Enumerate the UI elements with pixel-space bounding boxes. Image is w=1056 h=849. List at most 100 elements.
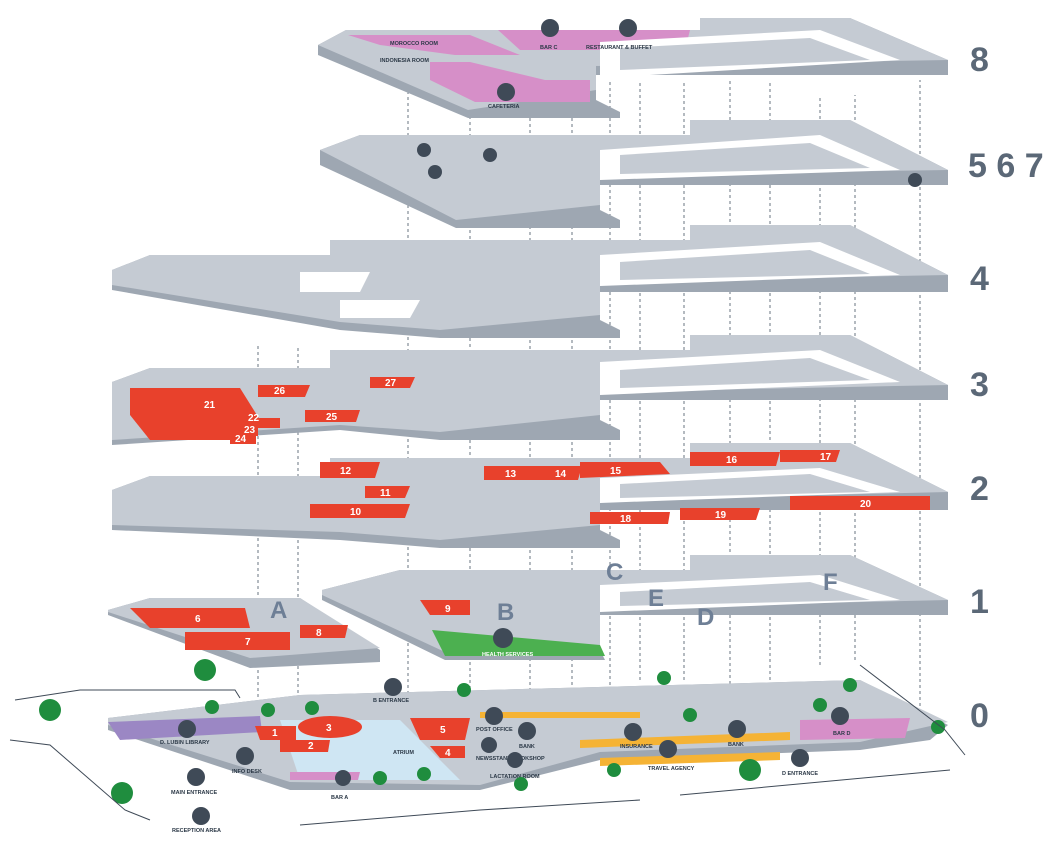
room-26[interactable] xyxy=(258,385,310,397)
room-15[interactable] xyxy=(580,462,670,478)
emergency-exit-icon[interactable] xyxy=(843,678,857,692)
book-icon[interactable] xyxy=(178,720,196,738)
newsstand-icon[interactable] xyxy=(481,737,497,753)
level-label-0: 0 xyxy=(970,697,989,735)
site-outline xyxy=(9,664,966,826)
room-11[interactable] xyxy=(365,486,410,498)
restroom-icon[interactable] xyxy=(417,143,431,157)
entrance-arrow-icon[interactable] xyxy=(187,768,205,786)
emergency-exit-icon[interactable] xyxy=(607,763,621,777)
emergency-exit-icon[interactable] xyxy=(111,782,133,804)
room-25-number: 25 xyxy=(326,412,338,423)
floor-3: 21 22 23 24 25 26 27 xyxy=(112,335,948,445)
lactation-icon[interactable] xyxy=(507,752,523,768)
zone-d-label: D xyxy=(697,604,714,631)
level-label-3: 3 xyxy=(970,366,989,404)
room-19-number: 19 xyxy=(715,510,727,521)
cafeteria-area[interactable] xyxy=(430,62,590,102)
room-2-number: 2 xyxy=(308,741,314,752)
mail-icon[interactable] xyxy=(485,707,503,725)
room-7-number: 7 xyxy=(245,637,251,648)
emergency-exit-icon[interactable] xyxy=(813,698,827,712)
room-21[interactable] xyxy=(130,388,260,440)
room-14-number: 14 xyxy=(555,469,567,480)
room-7[interactable] xyxy=(185,632,290,650)
health-services-area[interactable] xyxy=(432,630,605,656)
emergency-exit-icon[interactable] xyxy=(305,701,319,715)
bar-d-area[interactable] xyxy=(800,718,910,740)
entrance-arrow-icon[interactable] xyxy=(791,749,809,767)
emergency-exit-icon[interactable] xyxy=(417,767,431,781)
emergency-exit-icon[interactable] xyxy=(657,671,671,685)
emergency-exit-icon[interactable] xyxy=(39,699,61,721)
room-9[interactable] xyxy=(420,600,470,615)
cafeteria-label: CAFETERIA xyxy=(488,104,520,110)
coffee-icon[interactable] xyxy=(541,19,559,37)
room-20-number: 20 xyxy=(860,499,872,510)
emergency-exit-icon[interactable] xyxy=(261,703,275,717)
insurance-label: INSURANCE xyxy=(620,744,653,750)
room-20[interactable] xyxy=(790,496,930,510)
room-18-number: 18 xyxy=(620,514,632,525)
insurance-icon[interactable] xyxy=(624,723,642,741)
room-2[interactable] xyxy=(280,740,330,752)
emergency-exit-icon[interactable] xyxy=(514,777,528,791)
room-27[interactable] xyxy=(370,377,415,388)
room-23[interactable] xyxy=(232,428,258,436)
restaurant-icon[interactable] xyxy=(619,19,637,37)
library-label: D. LUBIN LIBRARY xyxy=(160,740,210,746)
room-10[interactable] xyxy=(310,504,410,518)
path-orange-3 xyxy=(600,752,780,766)
restroom-icon[interactable] xyxy=(483,148,497,162)
room-6[interactable] xyxy=(130,608,250,628)
room-12[interactable] xyxy=(320,462,380,478)
zone-a-label: A xyxy=(270,597,287,624)
level-label-1: 1 xyxy=(970,583,989,621)
emergency-exit-icon[interactable] xyxy=(373,771,387,785)
room-25[interactable] xyxy=(305,410,360,422)
euro-icon[interactable] xyxy=(518,722,536,740)
emergency-exit-icon[interactable] xyxy=(931,720,945,734)
emergency-exit-icon[interactable] xyxy=(739,759,761,781)
room-4[interactable] xyxy=(430,746,465,758)
room-16[interactable] xyxy=(690,452,780,466)
room-22[interactable] xyxy=(240,418,280,428)
room-13[interactable] xyxy=(484,466,548,480)
room-9-number: 9 xyxy=(445,604,451,615)
cafeteria-restaurant-icon[interactable] xyxy=(497,83,515,101)
room-1[interactable] xyxy=(255,726,296,740)
room-17[interactable] xyxy=(780,450,840,462)
emergency-exit-icon[interactable] xyxy=(194,659,216,681)
room-18[interactable] xyxy=(590,512,670,524)
coffee-icon[interactable] xyxy=(335,770,351,786)
info-icon[interactable] xyxy=(236,747,254,765)
health-cross-icon[interactable] xyxy=(493,628,513,648)
room-11-number: 11 xyxy=(380,488,391,499)
room-16-number: 16 xyxy=(726,455,738,466)
room-27-number: 27 xyxy=(385,378,397,389)
plane-icon[interactable] xyxy=(659,740,677,758)
floor-5-6-7 xyxy=(320,120,948,228)
entrance-arrow-icon[interactable] xyxy=(384,678,402,696)
reception-icon[interactable] xyxy=(192,807,210,825)
room-8[interactable] xyxy=(300,625,348,638)
emergency-exits xyxy=(39,659,945,804)
euro-icon[interactable] xyxy=(728,720,746,738)
room-4-number: 4 xyxy=(445,748,451,759)
emergency-exit-icon[interactable] xyxy=(457,683,471,697)
room-14[interactable] xyxy=(534,466,582,480)
room-3[interactable] xyxy=(298,716,362,738)
bank-label-2: BANK xyxy=(728,742,744,748)
bar-d-label: BAR D xyxy=(833,731,850,737)
emergency-exit-icon[interactable] xyxy=(683,708,697,722)
morocco-room[interactable] xyxy=(348,35,520,55)
emergency-exit-icon[interactable] xyxy=(205,700,219,714)
room-24[interactable] xyxy=(230,436,256,444)
room-5[interactable] xyxy=(410,718,470,740)
restroom-icon[interactable] xyxy=(908,173,922,187)
restroom-icon[interactable] xyxy=(428,165,442,179)
coffee-icon[interactable] xyxy=(831,707,849,725)
room-19[interactable] xyxy=(680,508,760,520)
floor-8: MOROCCO ROOM INDONESIA ROOM BAR C RESTAU… xyxy=(318,18,948,118)
